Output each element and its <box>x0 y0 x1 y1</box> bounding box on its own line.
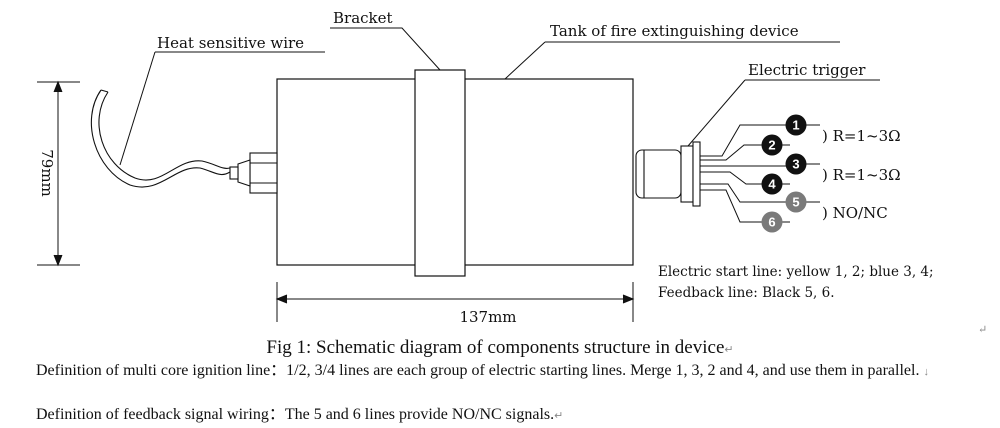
terminal-4-circle <box>761 173 783 195</box>
trigger-label: Electric trigger <box>748 61 866 79</box>
terminal-markers: 1 2 3 4 5 6 <box>761 114 807 233</box>
bracket <box>414 69 466 277</box>
paragraph-mark: ↵ <box>978 323 987 336</box>
tank-label: Tank of fire extinguishing device <box>550 22 799 40</box>
terminal-note-12: ) R=1~3Ω <box>822 127 901 145</box>
figure-caption-text: Fig 1: Schematic diagram of components s… <box>266 337 725 358</box>
terminal-2-number: 2 <box>768 138 775 153</box>
terminal-1-number: 1 <box>792 118 799 133</box>
terminal-6-number: 6 <box>768 215 775 230</box>
ignition-definition-text: Definition of multi core ignition line：1… <box>36 362 920 379</box>
terminal-5-circle <box>785 191 807 213</box>
wiring-note-line1: Electric start line: yellow 1, 2; blue 3… <box>658 264 934 280</box>
wire-label: Heat sensitive wire <box>157 34 304 52</box>
left-nozzle <box>229 152 278 194</box>
feedback-definition: Definition of feedback signal wiring：The… <box>36 404 991 427</box>
leader-lines <box>119 27 880 166</box>
trigger-nozzle <box>635 141 701 207</box>
width-dimension <box>275 282 635 322</box>
heat-sensitive-wire <box>90 89 231 188</box>
terminal-3-circle <box>785 153 807 175</box>
caption-paragraph-mark: ↵ <box>724 344 734 356</box>
terminal-3-number: 3 <box>792 157 799 172</box>
terminal-4-number: 4 <box>768 177 776 192</box>
feedback-definition-text: Definition of feedback signal wiring：The… <box>36 406 555 423</box>
terminal-note-56: ) NO/NC <box>822 204 888 222</box>
bracket-label: Bracket <box>333 9 393 27</box>
terminal-note-34: ) R=1~3Ω <box>822 166 901 184</box>
terminal-2-circle <box>761 134 783 156</box>
ignition-line-mark: ↓ <box>923 366 929 378</box>
terminal-6-circle <box>761 211 783 233</box>
terminal-5-number: 5 <box>792 195 799 210</box>
device-schematic: 1 2 3 4 5 6 ) R=1~3Ω ) R=1~3Ω ) NO/NC Bracket… <box>37 9 987 336</box>
wiring-note-line2: Feedback line: Black 5, 6. <box>658 285 835 301</box>
figure-caption: Fig 1: Schematic diagram of components s… <box>0 337 1000 359</box>
feedback-paragraph-mark: ↵ <box>554 410 564 422</box>
height-label: 79mm <box>38 149 56 197</box>
ignition-definition: Definition of multi core ignition line：1… <box>36 360 991 383</box>
height-dimension <box>37 80 80 267</box>
width-label: 137mm <box>459 308 516 326</box>
terminal-1-circle <box>785 114 807 136</box>
